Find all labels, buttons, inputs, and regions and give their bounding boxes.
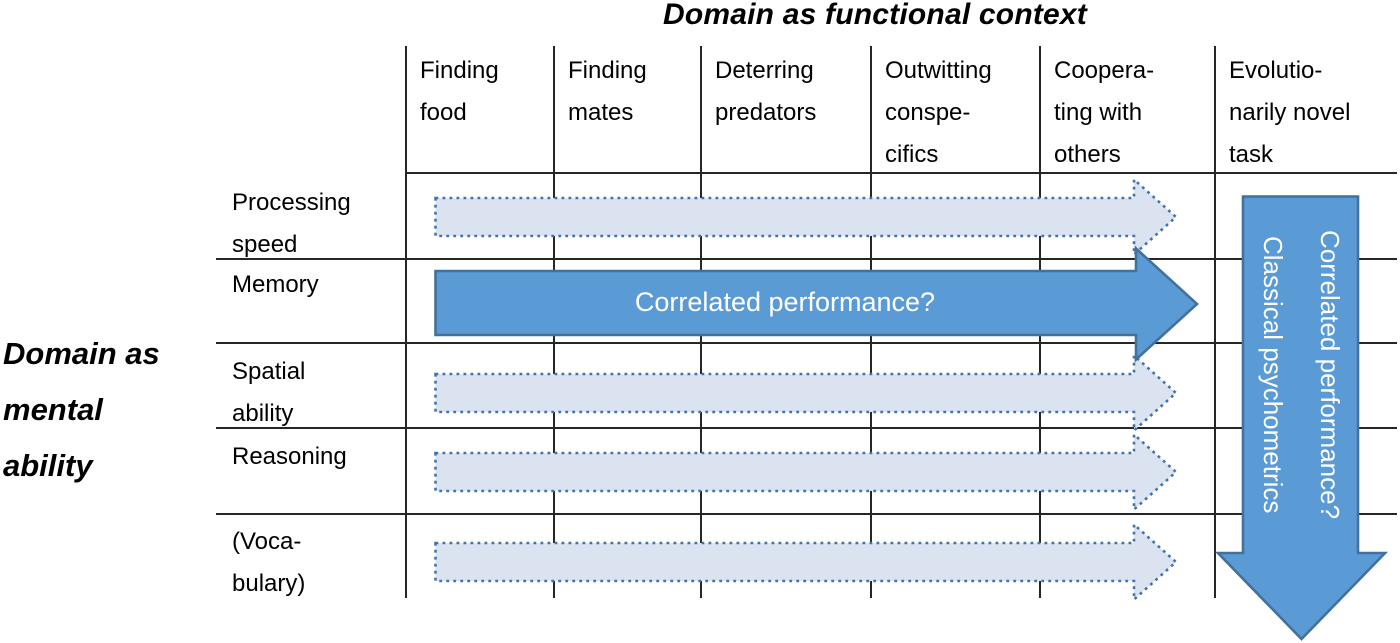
grid-line-row-3	[216, 427, 1397, 429]
vertical-arrow-label: Correlated performance? Classical psycho…	[1258, 230, 1345, 520]
grid-line-row-1	[216, 258, 1397, 260]
grid-line-col-6	[1214, 46, 1216, 598]
column-header-evolutionarily-novel-task: Evolutio- narily novel task	[1229, 57, 1351, 168]
row-header-spatial-ability: Spatial ability	[232, 358, 306, 427]
grid-line-col-1	[405, 46, 407, 598]
column-header-cooperating-with-others: Coopera- ting with others	[1054, 57, 1155, 168]
left-axis-label: Domain as mental ability	[3, 336, 160, 483]
row-header-processing-speed: Processing speed	[232, 189, 351, 258]
dotted-arrow-vocabulary	[434, 521, 1178, 603]
grid-line-header-bottom	[406, 172, 1397, 174]
diagram-title: Domain as functional context	[663, 0, 1087, 31]
column-header-finding-food: Finding food	[420, 57, 499, 126]
column-header-finding-mates: Finding mates	[568, 57, 647, 126]
row-header-memory: Memory	[232, 271, 319, 298]
solid-arrow-label: Correlated performance?	[634, 286, 936, 317]
dotted-arrow-processing-speed	[434, 176, 1178, 258]
vertical-arrow-classical-psychometrics	[1214, 195, 1389, 641]
row-header-reasoning: Reasoning	[232, 443, 347, 470]
grid-line-row-2	[216, 342, 1397, 344]
row-header-vocabulary: (Voca- bulary)	[232, 528, 306, 597]
column-header-outwitting-conspecifics: Outwitting conspe- cifics	[885, 57, 992, 168]
solid-arrow-memory	[434, 245, 1199, 363]
grid-line-row-4	[216, 513, 1397, 515]
dotted-arrow-spatial-ability	[434, 352, 1178, 434]
dotted-arrow-reasoning	[434, 431, 1178, 513]
column-header-deterring-predators: Deterring predators	[715, 57, 817, 126]
